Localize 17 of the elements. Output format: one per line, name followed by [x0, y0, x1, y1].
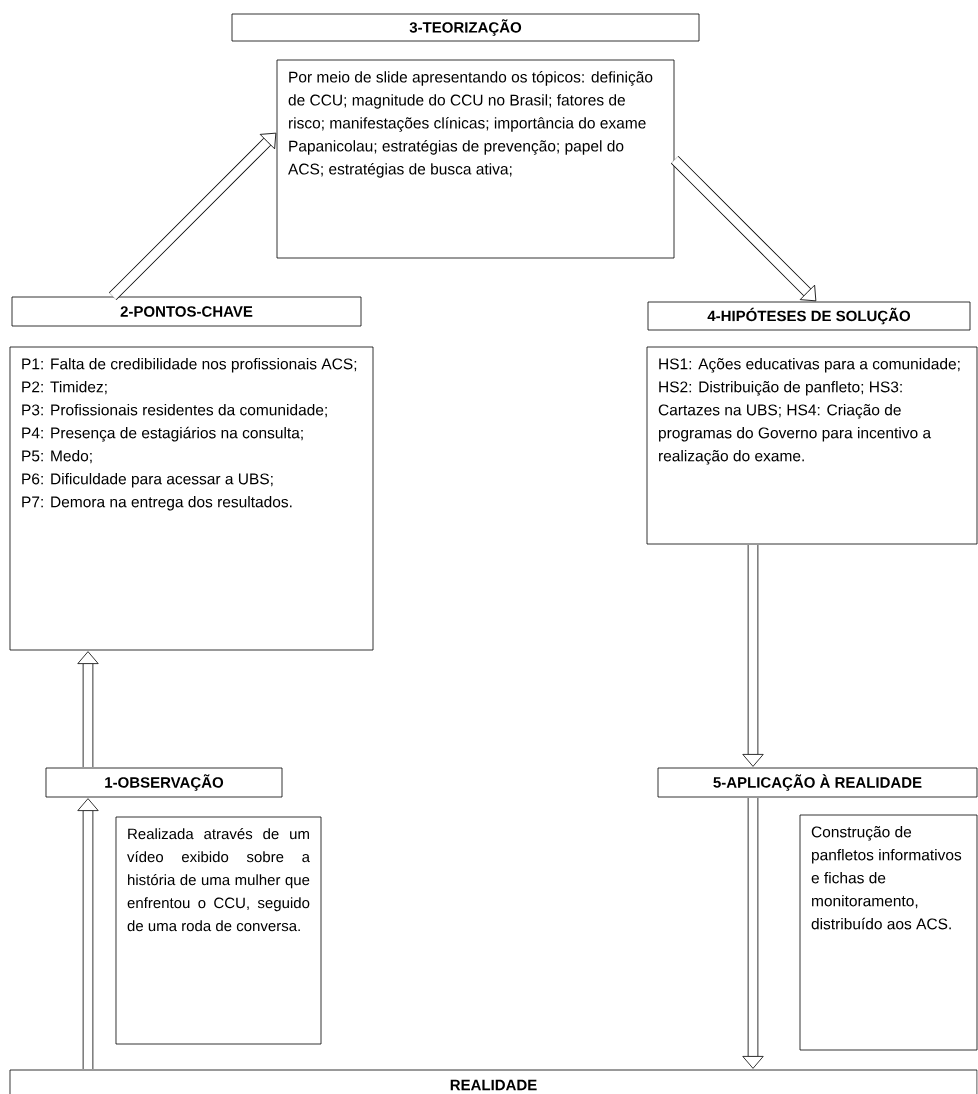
heading-box: 5-APLICAÇÃO À REALIDADE [657, 767, 978, 798]
heading-box: 3-TEORIZAÇÃO [231, 13, 700, 42]
heading-box: REALIDADE [9, 1069, 978, 1094]
block-arrow [742, 545, 764, 767]
heading-box: 4-HIPÓTESES DE SOLUÇÃO [647, 301, 971, 331]
block-arrow [77, 798, 99, 1069]
heading-box: 2-PONTOS-CHAVE [11, 296, 362, 327]
block-arrow [108, 132, 277, 301]
text-box: Realizada através de um vídeo exibido sobre a história de uma mulher que enfrentou o CCU, seguido de uma roda de conversa. [115, 816, 322, 1045]
text-box: HS1: Ações educativas para a comunidade; HS2: Distribuição de panfleto; HS3: Cartazes na UBS; HS4: Criação de programas do Governo para incentivo a realização do exame. [646, 346, 978, 545]
text-box: Por meio de slide apresentando os tópicos: definição de CCU; magnitude do CCU no Brasil; fatores de risco; manifestações clínicas; importância do exame Papanicolau; estratégias de prevenção; papel do ACS; estratégias de busca ativa; [276, 59, 675, 259]
text-box: Construção de panfletos informativos e fichas de monitoramento, distribuído aos ACS. [799, 814, 978, 1051]
heading-box: 1-OBSERVAÇÃO [45, 767, 283, 798]
block-arrow [77, 651, 99, 767]
text-box: P1: Falta de credibilidade nos profissionais ACS; P2: Timidez; P3: Profissionais residentes da comunidade; P4: Presença de estagiários na consulta; P5: Medo; P6: Dificuldade para acessar a UBS; P7: Demora na entrega dos resultados. [9, 346, 374, 651]
block-arrow [670, 155, 817, 302]
block-arrow [742, 798, 764, 1069]
